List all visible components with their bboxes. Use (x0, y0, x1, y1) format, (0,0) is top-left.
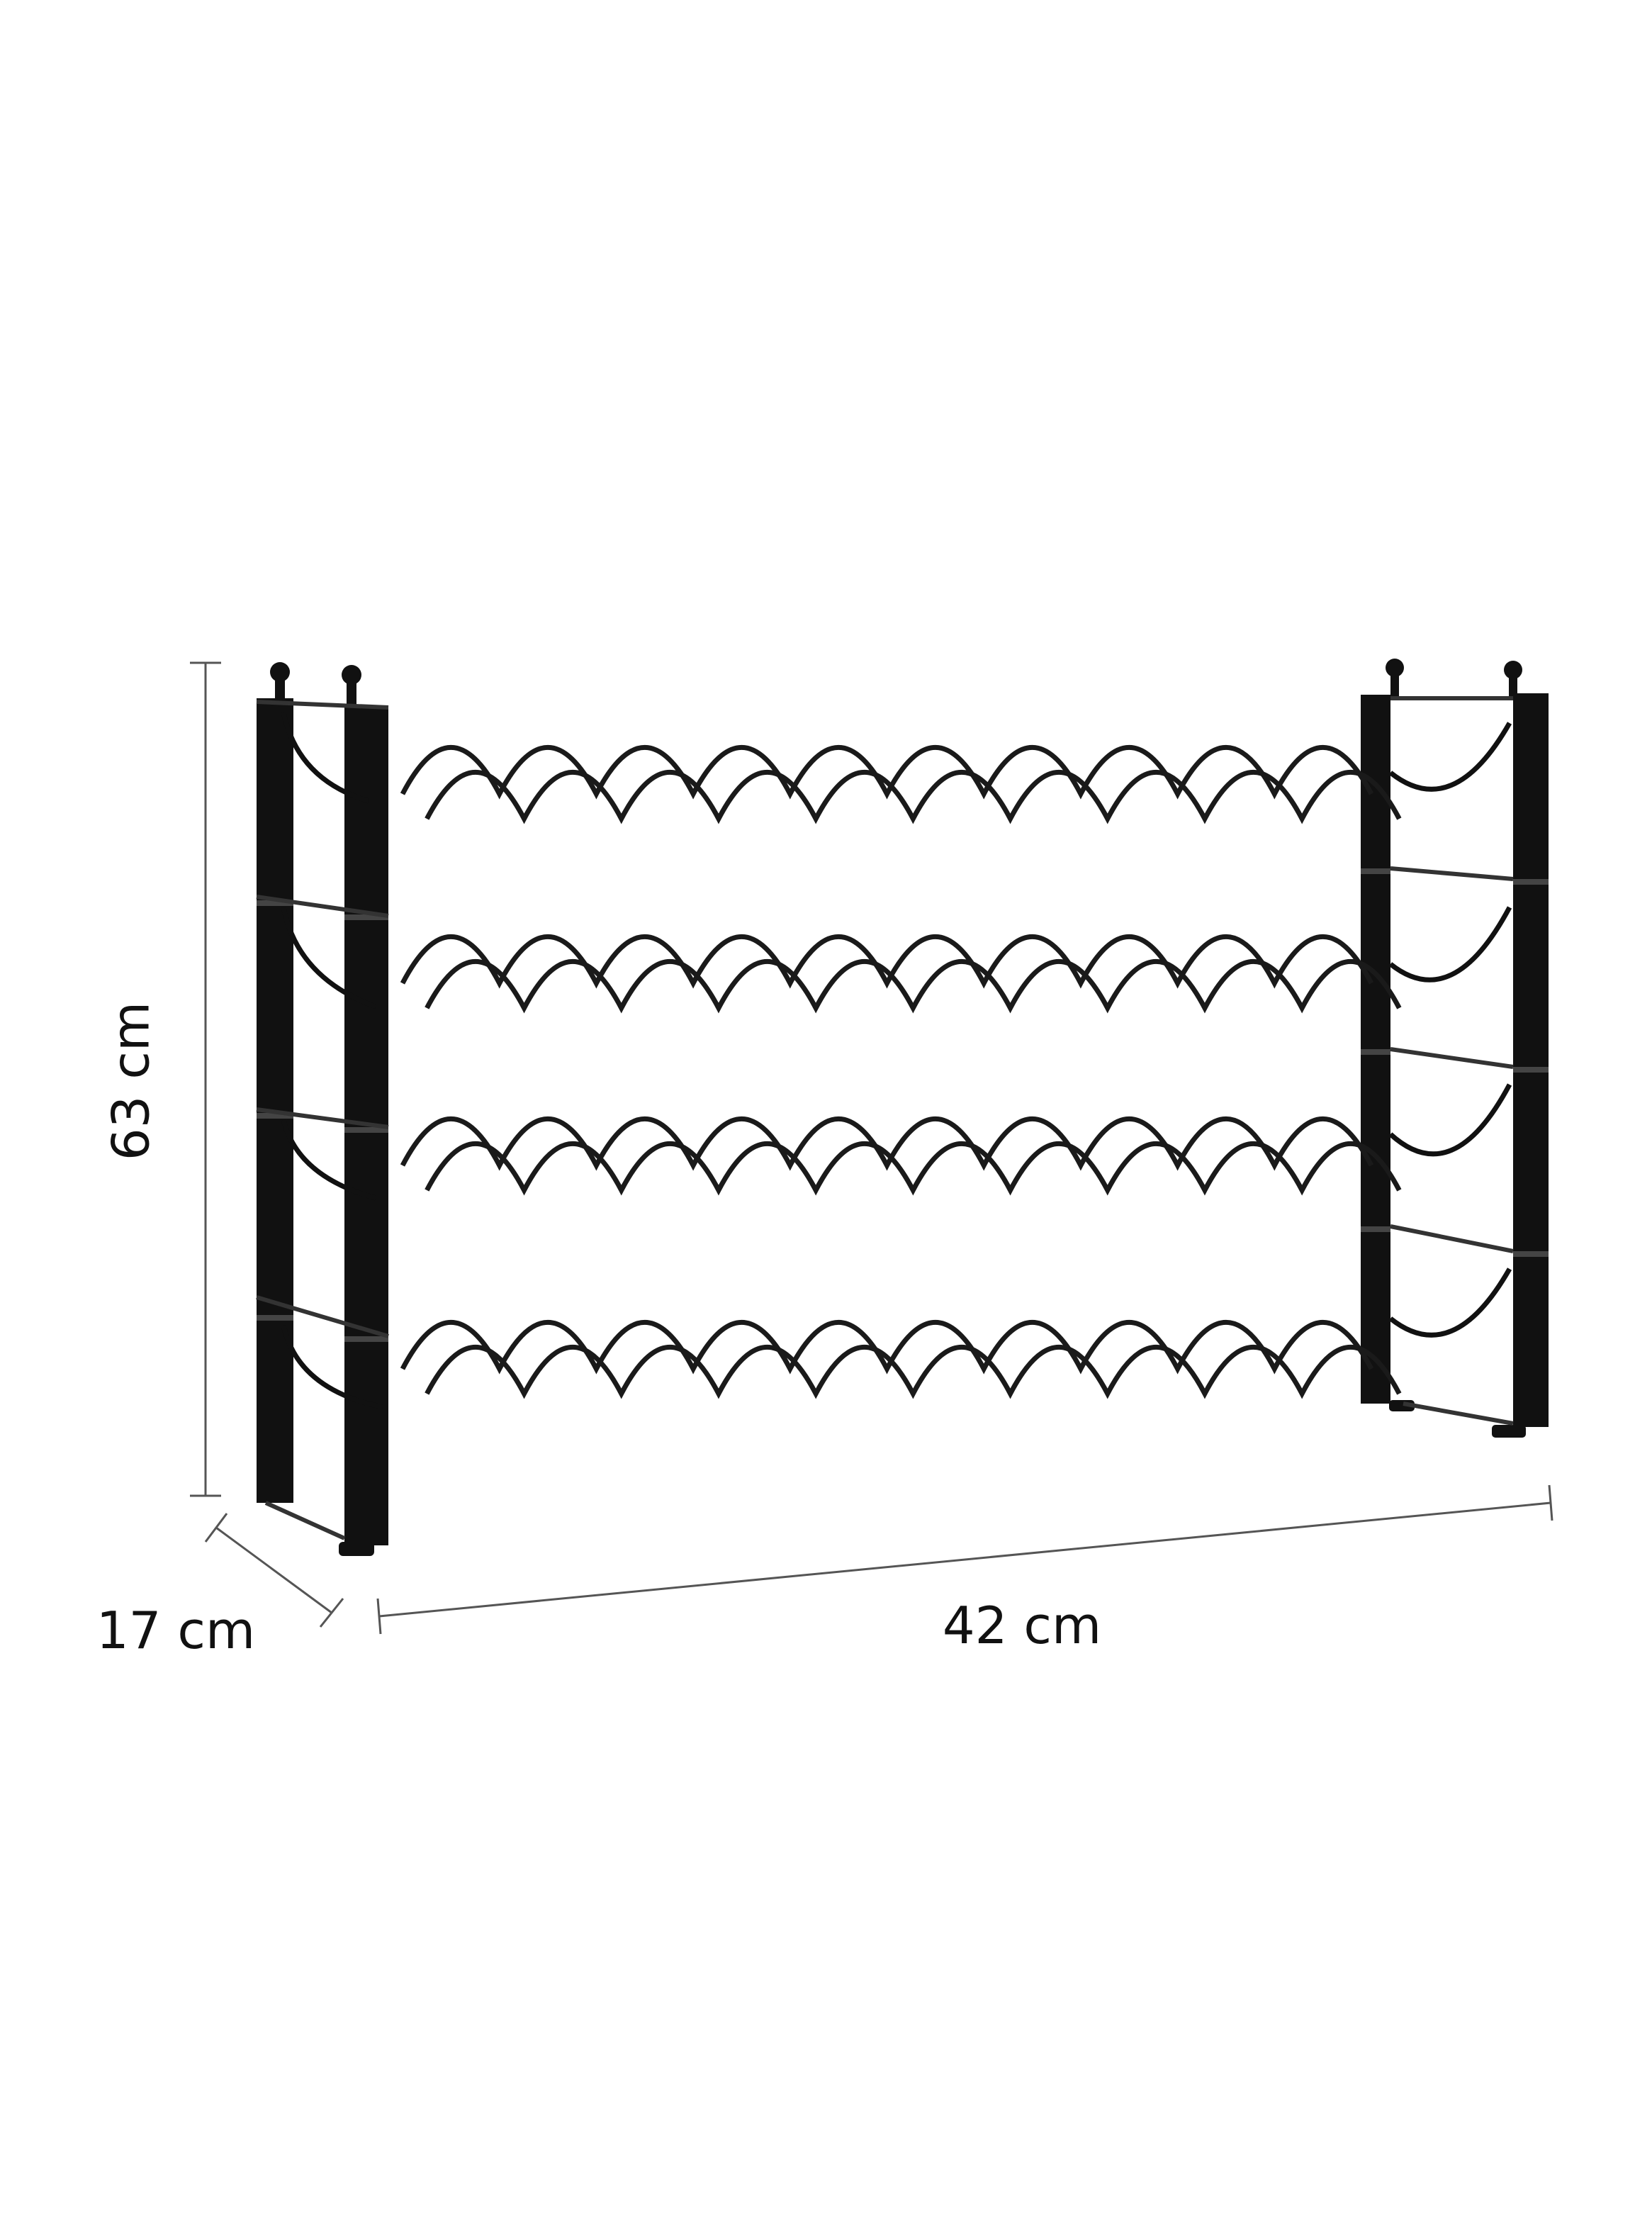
tier-1-front-wire (425, 769, 1402, 824)
left-side-frame (256, 662, 389, 1556)
wire-tier-3 (400, 1116, 1402, 1196)
wire-tier-4 (400, 1319, 1402, 1399)
right-front-finial (1504, 661, 1522, 679)
height-label: 63 cm (101, 1002, 161, 1160)
tier-2-back-wire (400, 934, 1374, 989)
tier-3-front-wire (425, 1141, 1402, 1196)
depth-label: 17 cm (96, 1601, 255, 1660)
wire-tier-1 (400, 744, 1402, 824)
wire-tiers (400, 744, 1402, 1399)
depth-dimension-tick-end (319, 1598, 344, 1628)
tier-2-front-wire (425, 958, 1402, 1014)
left-front-finial (342, 665, 361, 685)
right-front-post (1513, 693, 1549, 1427)
width-dimension-tick-start (376, 1598, 382, 1635)
right-side-frame (1361, 659, 1549, 1438)
tier-3-back-wire (400, 1116, 1374, 1171)
left-back-post (257, 698, 293, 1503)
wire-tier-2 (400, 934, 1402, 1014)
depth-dimension-tick-start (204, 1513, 228, 1543)
tier-4-front-wire (425, 1344, 1402, 1399)
tier-4-back-wire (400, 1319, 1374, 1375)
tier-1-back-wire (400, 744, 1374, 800)
depth-dimension-line (215, 1526, 332, 1614)
width-label: 42 cm (943, 1596, 1101, 1655)
width-dimension-line (378, 1501, 1551, 1618)
width-dimension-tick-end (1548, 1484, 1553, 1521)
left-foot (339, 1542, 374, 1556)
dimension-lines (190, 661, 1553, 1635)
right-foot-front (1492, 1425, 1526, 1438)
right-back-finial (1386, 659, 1404, 677)
